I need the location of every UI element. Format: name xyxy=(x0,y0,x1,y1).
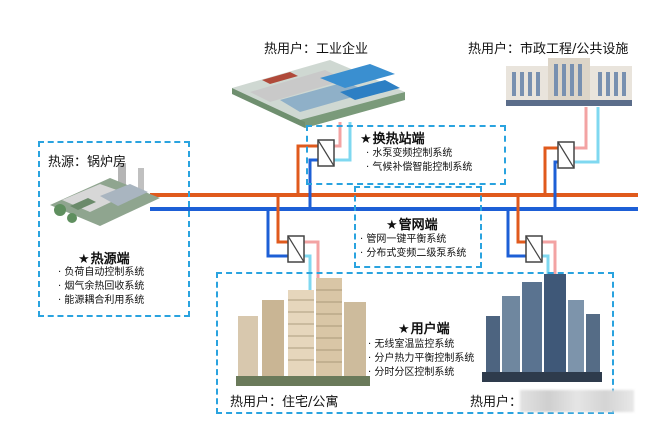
list-item: 分布式变频二级泵系统 xyxy=(360,247,466,261)
residential-user-label: 热用户：住宅/公寓 xyxy=(230,395,339,410)
list-item: 气候补偿智能控制系统 xyxy=(366,161,472,175)
network-feature-list: 管网一键平衡系统 分布式变频二级泵系统 xyxy=(360,233,466,261)
residential-substation-pipes xyxy=(266,195,320,292)
station-section-box xyxy=(306,125,506,185)
user-section-box xyxy=(216,272,614,414)
station-section-title: ★换热站端 xyxy=(360,132,425,147)
boiler-source-label: 热源：锅炉房 xyxy=(48,155,127,170)
list-item: 烟气余热回收系统 xyxy=(58,280,144,294)
industry-user-label: 热用户：工业企业 xyxy=(264,42,369,57)
source-feature-list: 负荷自动控制系统 烟气余热回收系统 能源耦合利用系统 xyxy=(58,266,144,308)
list-item: 能源耦合利用系统 xyxy=(58,294,144,308)
industry-substation-pipes xyxy=(296,122,352,209)
list-item: 分时分区控制系统 xyxy=(368,366,474,380)
list-item: 管网一键平衡系统 xyxy=(360,233,466,247)
star-icon: ★ xyxy=(398,322,410,337)
network-section-box xyxy=(354,186,482,268)
station-feature-list: 水泵变频控制系统 气候补偿智能控制系统 xyxy=(366,147,472,175)
star-icon: ★ xyxy=(78,252,90,267)
residential-towers-illustration xyxy=(236,278,370,386)
municipal-user-label: 热用户：市政工程/公共设施 xyxy=(468,42,629,57)
watermark-blur xyxy=(520,390,634,412)
industrial-complex-illustration xyxy=(232,60,405,128)
boiler-house-illustration xyxy=(50,163,160,226)
source-section-title: ★热源端 xyxy=(78,252,130,267)
network-section-title: ★管网端 xyxy=(386,218,438,233)
boiler-section-box xyxy=(38,141,190,317)
user-section-title: ★用户端 xyxy=(398,322,450,337)
user-feature-list: 无线室温监控系统 分户热力平衡控制系统 分时分区控制系统 xyxy=(368,338,474,380)
municipal-substation-pipes xyxy=(543,107,600,209)
commercial-user-label: 热用户： xyxy=(470,395,523,410)
star-icon: ★ xyxy=(360,132,372,147)
commercial-towers-illustration xyxy=(482,274,602,382)
star-icon: ★ xyxy=(386,218,398,233)
list-item: 无线室温监控系统 xyxy=(368,338,474,352)
municipal-building-illustration xyxy=(506,58,632,106)
list-item: 分户热力平衡控制系统 xyxy=(368,352,474,366)
list-item: 负荷自动控制系统 xyxy=(58,266,144,280)
list-item: 水泵变频控制系统 xyxy=(366,147,472,161)
